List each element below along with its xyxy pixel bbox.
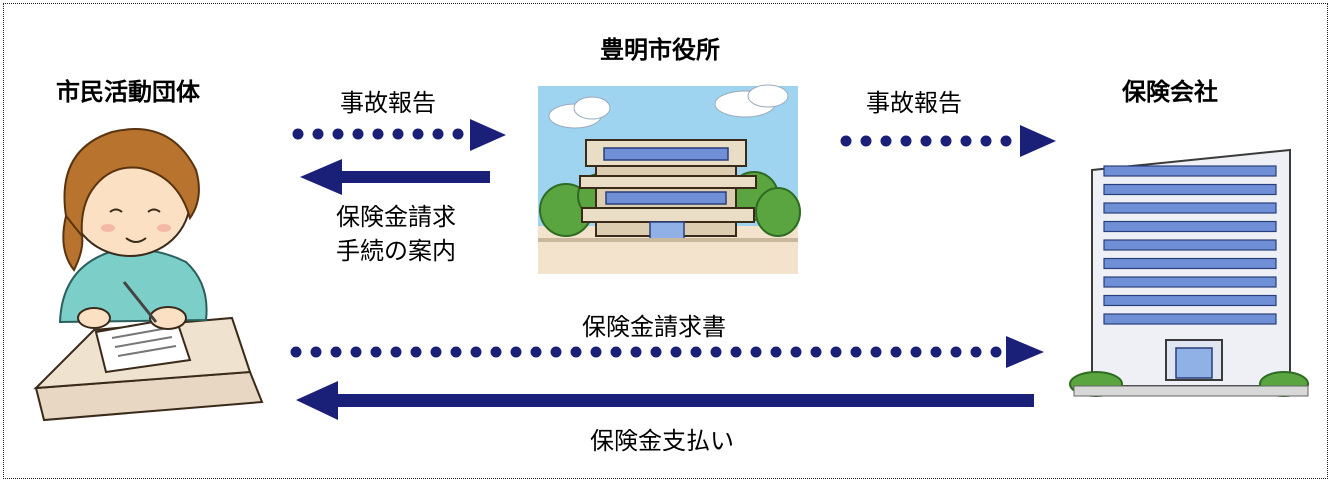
arrow-dot bbox=[292, 128, 304, 140]
edge-label-report-to-insurer: 事故報告 bbox=[866, 89, 962, 117]
arrow-dot bbox=[900, 135, 912, 147]
arrow-dot bbox=[590, 346, 602, 358]
arrow-dot bbox=[790, 346, 802, 358]
arrow-dot bbox=[432, 128, 444, 140]
arrow-dot bbox=[312, 128, 324, 140]
arrow-dot bbox=[770, 346, 782, 358]
arrow-dot bbox=[930, 346, 942, 358]
arrow-dot bbox=[870, 346, 882, 358]
arrow-dot bbox=[1000, 135, 1012, 147]
arrow-dot bbox=[750, 346, 762, 358]
building-window-row bbox=[1103, 294, 1277, 307]
node-title-insurer: 保険会社 bbox=[1122, 78, 1218, 106]
arrow-dot bbox=[940, 135, 952, 147]
arrow-claim-form bbox=[290, 336, 1044, 368]
arrow-dot bbox=[650, 346, 662, 358]
node-title-city-hall: 豊明市役所 bbox=[600, 36, 720, 64]
arrow-dot bbox=[960, 135, 972, 147]
arrow-dot bbox=[690, 346, 702, 358]
arrow-dot bbox=[670, 346, 682, 358]
arrow-dot bbox=[610, 346, 622, 358]
person-writing-illustration bbox=[33, 128, 264, 422]
arrow-dot bbox=[710, 346, 722, 358]
arrow-dot bbox=[850, 346, 862, 358]
arrow-dot bbox=[330, 346, 342, 358]
arrow-dot bbox=[470, 346, 482, 358]
edge-label-guide-line2: 手続の案内 bbox=[336, 237, 456, 265]
insurance-building-illustration bbox=[1069, 148, 1309, 397]
arrow-dot bbox=[530, 346, 542, 358]
arrow-dot bbox=[412, 128, 424, 140]
arrow-dot bbox=[352, 128, 364, 140]
arrow-dot bbox=[880, 135, 892, 147]
arrow-dot bbox=[970, 346, 982, 358]
edge-label-payment: 保険金支払い bbox=[590, 427, 734, 455]
arrow-dot bbox=[990, 346, 1002, 358]
arrow-dot bbox=[840, 135, 852, 147]
arrow-dot bbox=[390, 346, 402, 358]
arrow-dot bbox=[920, 135, 932, 147]
arrow-guide-to-group bbox=[300, 159, 490, 195]
building-window-row bbox=[1103, 202, 1277, 214]
edge-label-report-to-city: 事故報告 bbox=[340, 89, 436, 117]
diagram-frame bbox=[3, 3, 1328, 479]
building-window-row bbox=[1103, 239, 1277, 251]
arrow-dot bbox=[550, 346, 562, 358]
arrow-dot bbox=[490, 346, 502, 358]
arrow-dot bbox=[860, 135, 872, 147]
building-window-row bbox=[1103, 183, 1277, 196]
arrow-report-to-insurer bbox=[840, 125, 1056, 157]
arrow-dot bbox=[830, 346, 842, 358]
city-hall-illustration bbox=[538, 84, 801, 274]
arrow-dot bbox=[570, 346, 582, 358]
arrow-dot bbox=[980, 135, 992, 147]
arrow-dot bbox=[810, 346, 822, 358]
arrow-dot bbox=[372, 128, 384, 140]
arrow-dot bbox=[290, 346, 302, 358]
arrow-dot bbox=[370, 346, 382, 358]
building-window-row bbox=[1103, 276, 1277, 288]
arrow-dot bbox=[910, 346, 922, 358]
building-window-row bbox=[1103, 220, 1277, 233]
arrow-dot bbox=[510, 346, 522, 358]
arrow-dot bbox=[410, 346, 422, 358]
arrow-dot bbox=[452, 128, 464, 140]
arrow-dot bbox=[950, 346, 962, 358]
arrow-payment bbox=[296, 381, 1034, 420]
building-window-row bbox=[1103, 313, 1277, 325]
arrow-dot bbox=[730, 346, 742, 358]
arrow-dot bbox=[890, 346, 902, 358]
arrow-dot bbox=[310, 346, 322, 358]
arrow-dot bbox=[392, 128, 404, 140]
arrow-dot bbox=[630, 346, 642, 358]
building-window-row bbox=[1103, 165, 1277, 177]
arrow-dot bbox=[430, 346, 442, 358]
edge-label-guide-line1: 保険金請求 bbox=[336, 203, 456, 231]
node-title-citizen-group: 市民活動団体 bbox=[56, 78, 200, 106]
arrow-dot bbox=[332, 128, 344, 140]
arrow-dot bbox=[450, 346, 462, 358]
edge-label-claim-form: 保険金請求書 bbox=[582, 313, 726, 341]
arrow-report-to-city bbox=[292, 119, 506, 151]
building-window-row bbox=[1103, 257, 1277, 270]
arrow-dot bbox=[350, 346, 362, 358]
